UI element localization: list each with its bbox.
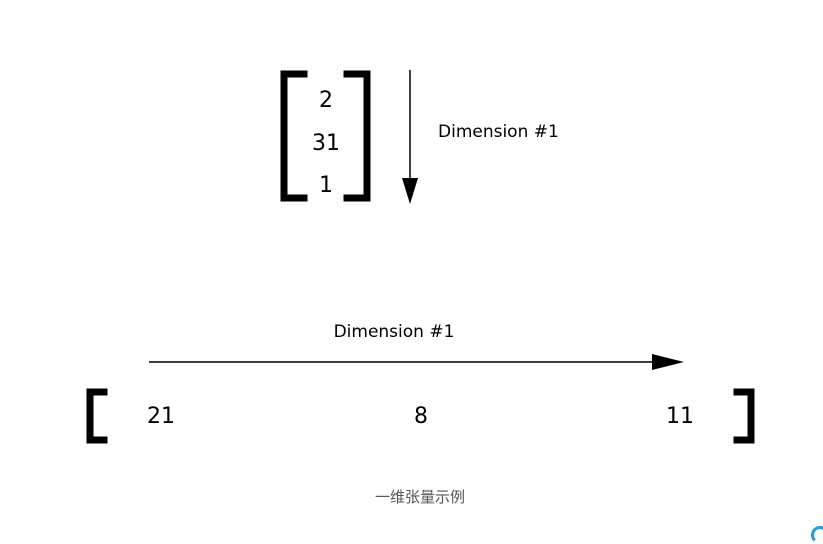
column-vector: 2 31 1 (280, 70, 371, 202)
row-value-2: 8 (414, 404, 428, 429)
right-arrowhead-icon (652, 354, 684, 370)
down-arrowhead-icon (402, 178, 418, 204)
column-left-bracket (280, 70, 308, 202)
column-right-bracket (343, 70, 371, 202)
row-dimension-arrow (149, 354, 684, 370)
row-dimension-label: Dimension #1 (334, 322, 455, 342)
row-right-bracket (733, 388, 755, 444)
loading-spinner-icon (811, 526, 823, 544)
row-left-bracket (86, 388, 108, 444)
column-dimension-label: Dimension #1 (438, 122, 559, 142)
column-value-2: 31 (312, 131, 340, 156)
column-value-3: 1 (319, 173, 333, 198)
row-value-3: 11 (666, 404, 694, 429)
column-dimension-arrow (402, 70, 418, 204)
row-vector: 21 8 11 (86, 388, 755, 444)
column-value-1: 2 (319, 88, 333, 113)
figure-caption: 一维张量示例 (374, 488, 465, 506)
row-value-1: 21 (147, 404, 175, 429)
